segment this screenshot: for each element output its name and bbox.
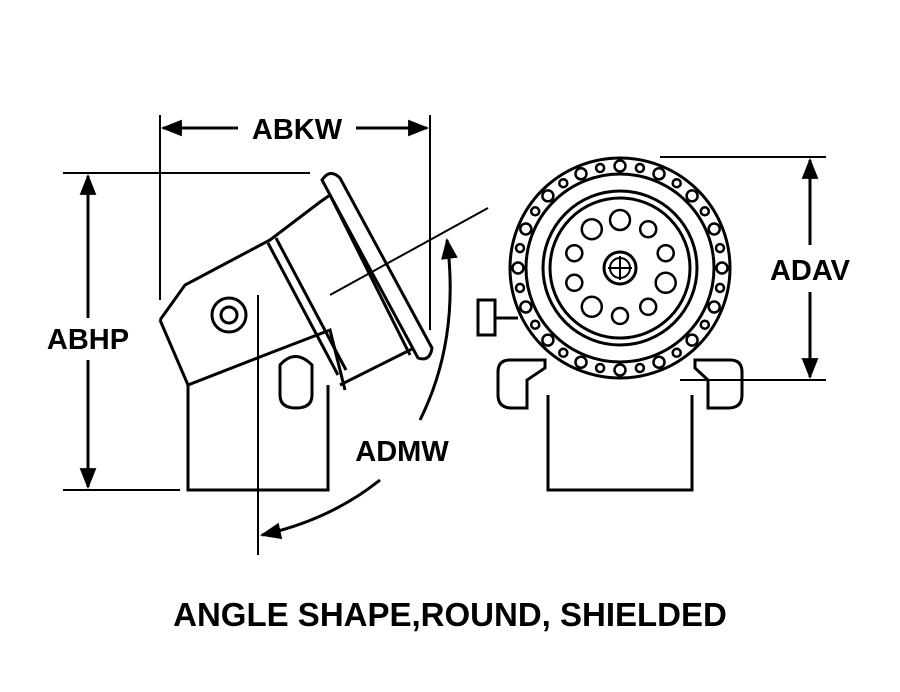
outer-hole <box>558 347 569 359</box>
contact-hole <box>608 208 632 232</box>
abhp-dimension: ABHP <box>47 172 310 491</box>
contact-hole <box>654 271 677 295</box>
outer-hole <box>613 363 627 377</box>
outer-hole <box>613 159 627 173</box>
diagram-caption: ANGLE SHAPE,ROUND, SHIELDED <box>173 596 727 633</box>
outer-hole <box>541 333 555 347</box>
admw-dimension: ADMW <box>259 237 458 540</box>
abhp-label: ABHP <box>47 324 129 356</box>
contact-hole <box>565 273 584 293</box>
hex-screw <box>476 298 497 337</box>
contact-hole <box>638 219 658 239</box>
contact-hole <box>580 295 604 319</box>
outer-hole <box>699 319 711 330</box>
outer-hole <box>519 222 533 236</box>
abkw-dimension: ABKW <box>159 114 431 330</box>
outer-hole <box>634 162 646 174</box>
outer-hole <box>685 333 699 347</box>
outer-hole <box>511 261 525 275</box>
outer-hole <box>541 189 555 203</box>
outer-hole <box>594 162 606 174</box>
outer-hole <box>685 189 699 203</box>
outer-hole <box>652 355 666 369</box>
contact-hole <box>610 306 630 326</box>
contact-hole <box>565 243 584 263</box>
flange-ring <box>320 172 434 361</box>
outer-hole <box>652 167 666 181</box>
barrel-band-2 <box>274 237 348 371</box>
side-view-upper-outline <box>158 193 331 321</box>
center-contact <box>602 250 638 286</box>
inner-ring <box>524 172 716 364</box>
outer-hole <box>707 300 721 314</box>
adav-dimension: ADAV <box>660 156 851 381</box>
outer-hole <box>529 206 541 217</box>
outer-hole <box>514 242 526 254</box>
barrel-band-1 <box>266 242 340 376</box>
outer-hole <box>707 222 721 236</box>
outer-hole-ring <box>511 159 729 377</box>
adav-label: ADAV <box>770 255 851 287</box>
contact-hole-ring <box>565 208 677 326</box>
abkw-label: ABKW <box>252 114 343 146</box>
outer-hole <box>671 347 682 359</box>
right-latch <box>693 358 744 410</box>
admw-label: ADMW <box>355 436 449 468</box>
outer-hole <box>714 242 726 254</box>
front-view <box>476 156 744 492</box>
latch-block <box>278 355 314 410</box>
outer-hole <box>699 206 711 217</box>
side-view <box>158 172 489 555</box>
outer-hole <box>529 319 541 330</box>
front-view-base <box>546 395 694 492</box>
outer-hole <box>634 362 646 374</box>
outer-hole <box>671 177 682 189</box>
outer-hole <box>558 177 569 189</box>
outer-hole <box>574 355 588 369</box>
outer-hole <box>715 261 729 275</box>
contact-hole <box>656 243 675 263</box>
outer-hole <box>514 282 526 294</box>
coupling-boss <box>210 296 248 334</box>
outer-hole <box>594 362 606 374</box>
outer-hole <box>519 300 533 314</box>
insert-ring <box>541 189 699 347</box>
outer-hole <box>574 167 588 181</box>
barrel-axis-line <box>329 207 489 296</box>
contact-hole <box>638 297 658 317</box>
outer-hole <box>714 282 726 294</box>
contact-hole <box>580 217 604 241</box>
left-latch <box>496 358 547 410</box>
